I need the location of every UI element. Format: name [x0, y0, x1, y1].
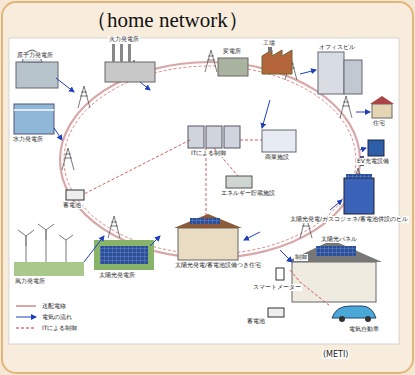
part-label: 住宅 [372, 120, 386, 127]
part-label: 商業施設 [264, 154, 290, 161]
legend-text: 送配電線 [42, 302, 66, 311]
part-label: EV充電設備 [356, 158, 390, 165]
part-label: 蓄電池 [62, 202, 82, 209]
legend-text: ITによる制御 [42, 324, 77, 333]
part-label: 変電所 [222, 48, 242, 55]
source-caption: (METI) [322, 350, 349, 359]
part-label: 工場 [262, 40, 276, 47]
part-label: 電気自動車 [348, 326, 380, 333]
part-label: 風力発電所 [14, 278, 46, 285]
part-label: 太陽光パネル [320, 236, 358, 243]
part-label: 太陽光発電所 [98, 272, 136, 279]
part-label: 蓄電池 [246, 318, 266, 325]
legend-text: 電気の流れ [42, 313, 72, 322]
part-label: ITによる制御 [190, 150, 227, 157]
part-label: エネルギー貯蔵施設 [220, 190, 276, 197]
slide-title: （home network） [86, 6, 249, 34]
part-label: 原子力発電所 [16, 52, 54, 59]
part-label: 太陽光発電/蓄電池設備つき住宅 [174, 262, 262, 269]
part-label: 水力発電所 [12, 136, 44, 143]
part-label: 火力発電所 [108, 36, 140, 43]
part-label: 太陽光発電/ガスコジェネ/蓄電池併設のビル [289, 216, 409, 223]
part-label: スマートメーター [252, 284, 302, 291]
part-label: 制御 [294, 254, 308, 261]
part-label: オフィスビル [318, 44, 356, 51]
